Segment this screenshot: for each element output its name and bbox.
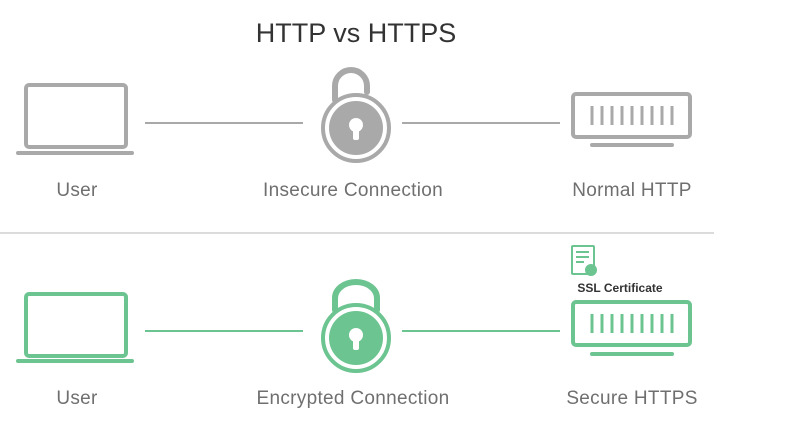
laptop-icon [16,292,134,363]
laptop-icon [16,83,134,155]
user-label: User [56,180,98,201]
server-icon [571,92,692,147]
encrypted-connection-label: Encrypted Connection [256,388,450,409]
open-padlock-icon [321,67,391,163]
secure-https-label: Secure HTTPS [566,388,698,409]
server-icon [571,300,692,356]
user-label: User [56,388,98,409]
diagram-title: HTTP vs HTTPS [255,18,457,48]
insecure-row [16,67,692,163]
normal-http-label: Normal HTTP [572,180,692,201]
closed-padlock-icon [321,279,391,373]
certificate-icon [571,245,597,276]
insecure-connection-label: Insecure Connection [263,180,443,201]
secure-row [16,245,692,373]
ssl-certificate-label: SSL Certificate [577,281,663,295]
